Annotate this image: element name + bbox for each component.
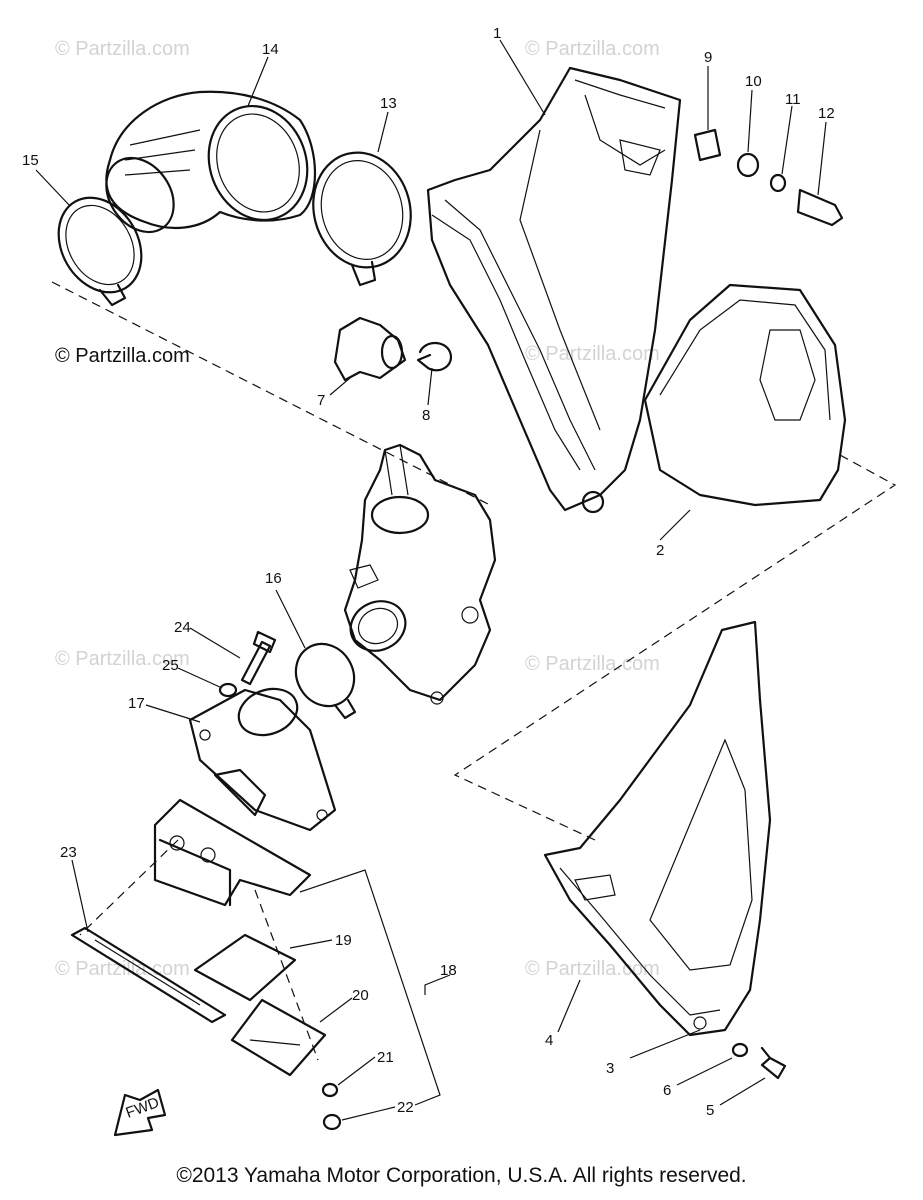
callout-6: 6 (663, 1082, 671, 1099)
air-intake-boot (105, 90, 316, 234)
side-cover (543, 620, 772, 1037)
watermark: © Partzilla.com (55, 38, 190, 60)
callout-18: 18 (440, 962, 457, 979)
callout-17: 17 (128, 695, 145, 712)
callout-3: 3 (606, 1060, 614, 1077)
callout-5: 5 (706, 1102, 714, 1119)
callout-14: 14 (262, 41, 279, 58)
bracket-18-22 (299, 869, 441, 1106)
callout-7: 7 (317, 392, 325, 409)
leader-16 (275, 589, 306, 649)
watermark: © Partzilla.com (525, 343, 660, 365)
watermark-primary: © Partzilla.com (55, 345, 190, 367)
callout-12: 12 (818, 105, 835, 122)
callout-21: 21 (377, 1049, 394, 1066)
leader-22 (341, 1106, 396, 1121)
fwd-arrow-icon: FWD (113, 1088, 167, 1137)
screw-and-washer (731, 1042, 787, 1080)
air-filter-element (643, 283, 847, 507)
mounting-hardware (693, 128, 844, 227)
leader-15 (35, 169, 71, 207)
clamp-13 (312, 151, 412, 287)
callout-1: 1 (493, 25, 501, 42)
leader-21 (337, 1056, 376, 1086)
leader-2 (659, 509, 691, 541)
assembly-line-filter (453, 454, 897, 841)
callout-20: 20 (352, 987, 369, 1004)
intake-manifold (188, 687, 337, 832)
copyright-notice: ©2013 Yamaha Motor Corporation, U.S.A. A… (176, 1164, 747, 1187)
leader-25 (177, 667, 223, 689)
air-box (426, 66, 682, 514)
reed-gasket (70, 926, 227, 1024)
assembly-line-gasket (79, 839, 179, 936)
callout-16: 16 (265, 570, 282, 587)
leader-13 (377, 111, 389, 153)
callout-24: 24 (174, 619, 191, 636)
reed-screws (321, 1082, 342, 1131)
leader-23 (71, 859, 89, 933)
assembly-line-valve (254, 889, 319, 1061)
leader-4 (557, 979, 581, 1033)
clamp-16 (294, 642, 357, 720)
leader-14 (247, 56, 269, 107)
leader-7 (329, 377, 351, 396)
manifold-bolt (218, 630, 277, 698)
carburetor (343, 443, 497, 705)
assembly-line-intake (51, 281, 491, 506)
leader-20 (319, 997, 353, 1023)
leader-18 (424, 974, 451, 995)
watermark: © Partzilla.com (55, 648, 190, 670)
watermark: © Partzilla.com (525, 38, 660, 60)
clamp-15 (57, 196, 143, 307)
watermark: © Partzilla.com (55, 958, 190, 980)
callout-25: 25 (162, 657, 179, 674)
watermark: © Partzilla.com (525, 653, 660, 675)
leader-3 (629, 1029, 701, 1059)
callout-23: 23 (60, 844, 77, 861)
watermark: © Partzilla.com (525, 958, 660, 980)
callout-4: 4 (545, 1032, 553, 1049)
clip (416, 341, 453, 372)
callout-9: 9 (704, 49, 712, 66)
leader-19 (289, 939, 333, 949)
leader-17 (145, 704, 201, 723)
leader-11 (781, 105, 793, 175)
leader-8 (427, 367, 433, 406)
leader-1 (499, 39, 546, 116)
callout-15: 15 (22, 152, 39, 169)
reed-petal (193, 933, 297, 1002)
leader-10 (747, 89, 753, 153)
callout-13: 13 (380, 95, 397, 112)
joint-hose (333, 316, 407, 382)
reed-stopper (230, 998, 327, 1077)
callout-22: 22 (397, 1099, 414, 1116)
leader-6 (676, 1057, 733, 1086)
reed-valve-body (153, 798, 312, 907)
leader-5 (719, 1077, 766, 1106)
leader-12 (817, 121, 827, 196)
leader-24 (189, 627, 241, 659)
callout-19: 19 (335, 932, 352, 949)
callout-2: 2 (656, 542, 664, 559)
callout-8: 8 (422, 407, 430, 424)
callout-10: 10 (745, 73, 762, 90)
callout-11: 11 (785, 91, 801, 108)
